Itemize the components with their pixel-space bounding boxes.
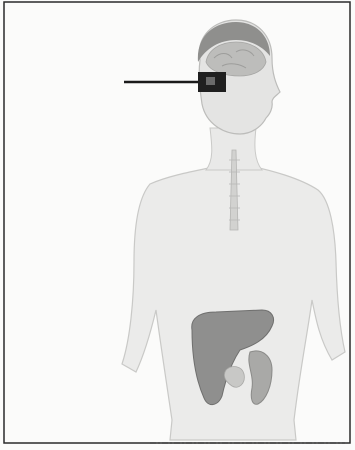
pituitary-gland-marker: [206, 77, 215, 85]
